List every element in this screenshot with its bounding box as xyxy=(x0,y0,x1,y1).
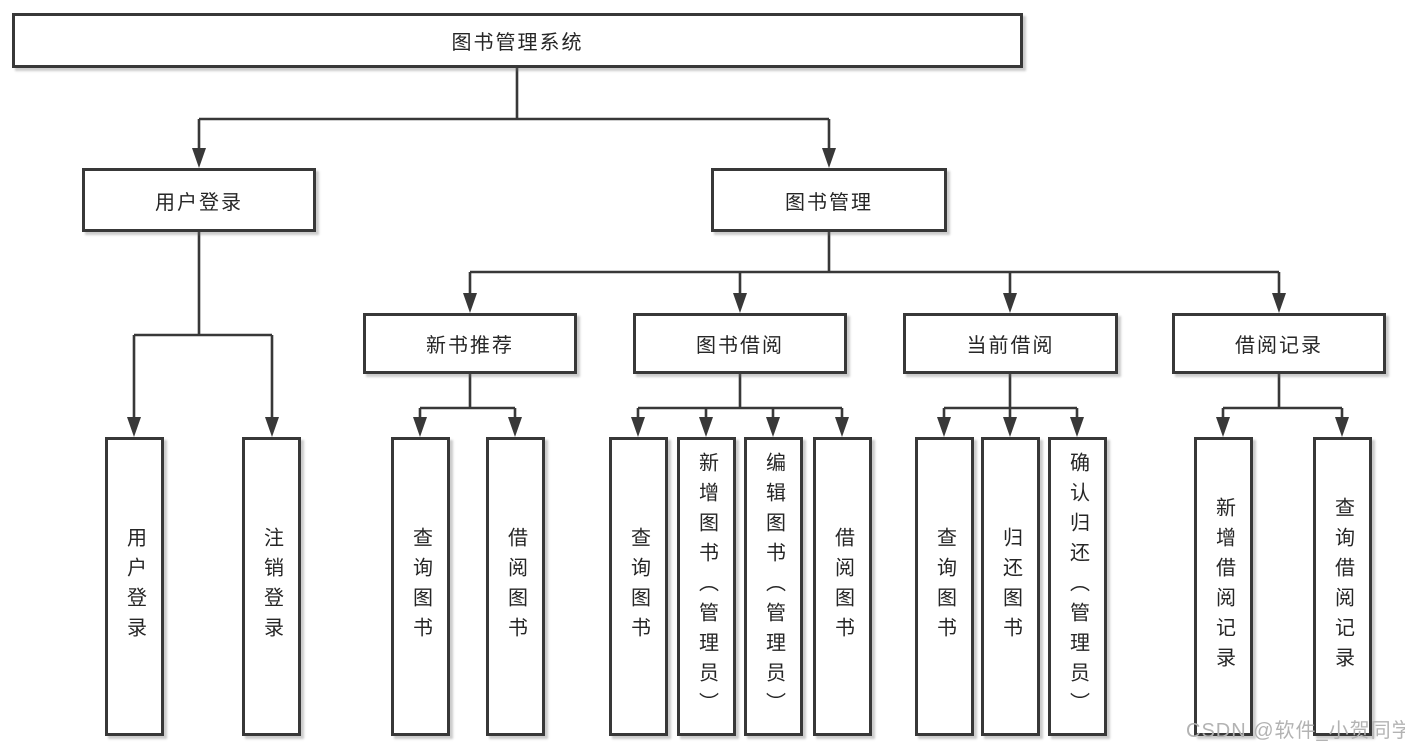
arrowheads-level2 xyxy=(192,148,836,168)
arrowheads-current-borrow-leaves xyxy=(937,417,1084,437)
leaf-query-books-borrowing-label: 查询图书 xyxy=(627,526,650,647)
leaf-add-borrow-record-label: 新增借阅记录 xyxy=(1212,496,1235,677)
node-borrowing-records: 借阅记录 xyxy=(1172,313,1386,374)
leaf-query-books-borrowing: 查询图书 xyxy=(609,437,668,736)
node-user-login-label: 用户登录 xyxy=(155,191,243,214)
connector-current-borrow-to-leaves xyxy=(942,374,1079,419)
leaf-add-books-admin-label: 新增图书（管理员） xyxy=(695,451,718,722)
leaf-add-borrow-record: 新增借阅记录 xyxy=(1194,437,1253,736)
arrowheads-level3 xyxy=(463,293,1286,313)
leaf-borrow-books-borrowing-label: 借阅图书 xyxy=(831,526,854,647)
leaf-borrow-books-recommend-label: 借阅图书 xyxy=(504,526,527,647)
connector-root-to-level2 xyxy=(197,67,831,150)
connector-user-login-to-leaves xyxy=(132,232,274,419)
leaf-edit-books-admin: 编辑图书（管理员） xyxy=(744,437,803,736)
connector-book-borrow-to-leaves xyxy=(636,374,844,419)
arrowheads-borrow-records-leaves xyxy=(1216,417,1349,437)
node-book-borrowing-label: 图书借阅 xyxy=(696,335,784,357)
node-library-system-label: 图书管理系统 xyxy=(451,32,584,54)
node-book-management: 图书管理 xyxy=(711,168,947,232)
leaf-edit-books-admin-label: 编辑图书（管理员） xyxy=(762,451,785,722)
leaf-add-books-admin: 新增图书（管理员） xyxy=(677,437,736,736)
leaf-query-books-current: 查询图书 xyxy=(915,437,974,736)
leaf-return-books: 归还图书 xyxy=(981,437,1040,736)
leaf-logout-login: 注销登录 xyxy=(242,437,301,736)
node-user-login: 用户登录 xyxy=(82,168,316,232)
leaf-user-login-label: 用户登录 xyxy=(123,526,146,647)
leaf-borrow-books-borrowing: 借阅图书 xyxy=(813,437,872,736)
leaf-confirm-return-admin-label: 确认归还（管理员） xyxy=(1066,451,1089,722)
arrowheads-book-borrow-leaves xyxy=(631,417,849,437)
leaf-borrow-books-recommend: 借阅图书 xyxy=(486,437,545,736)
leaf-query-books-recommend: 查询图书 xyxy=(391,437,450,736)
node-library-system: 图书管理系统 xyxy=(12,13,1023,68)
leaf-query-borrow-record: 查询借阅记录 xyxy=(1313,437,1372,736)
connector-new-books-to-leaves xyxy=(418,374,517,419)
leaf-query-books-recommend-label: 查询图书 xyxy=(409,526,432,647)
node-current-borrowing: 当前借阅 xyxy=(903,313,1118,374)
arrowheads-user-login-leaves xyxy=(127,417,279,437)
leaf-logout-login-label: 注销登录 xyxy=(260,526,283,647)
node-new-book-recommend-label: 新书推荐 xyxy=(426,335,514,357)
watermark: CSDN @软件_小贺同学 xyxy=(1186,720,1405,742)
connector-borrow-records-to-leaves xyxy=(1221,374,1344,419)
leaf-return-books-label: 归还图书 xyxy=(999,526,1022,647)
leaf-confirm-return-admin: 确认归还（管理员） xyxy=(1048,437,1107,736)
node-borrowing-records-label: 借阅记录 xyxy=(1235,335,1323,357)
leaf-query-borrow-record-label: 查询借阅记录 xyxy=(1331,496,1354,677)
connector-book-mgmt-to-level3 xyxy=(468,232,1281,295)
node-current-borrowing-label: 当前借阅 xyxy=(966,335,1055,357)
leaf-query-books-current-label: 查询图书 xyxy=(933,526,956,647)
node-book-management-label: 图书管理 xyxy=(785,191,873,214)
node-new-book-recommend: 新书推荐 xyxy=(363,313,577,374)
leaf-user-login: 用户登录 xyxy=(105,437,164,736)
arrowheads-new-books-leaves xyxy=(413,417,522,437)
node-book-borrowing: 图书借阅 xyxy=(633,313,847,374)
